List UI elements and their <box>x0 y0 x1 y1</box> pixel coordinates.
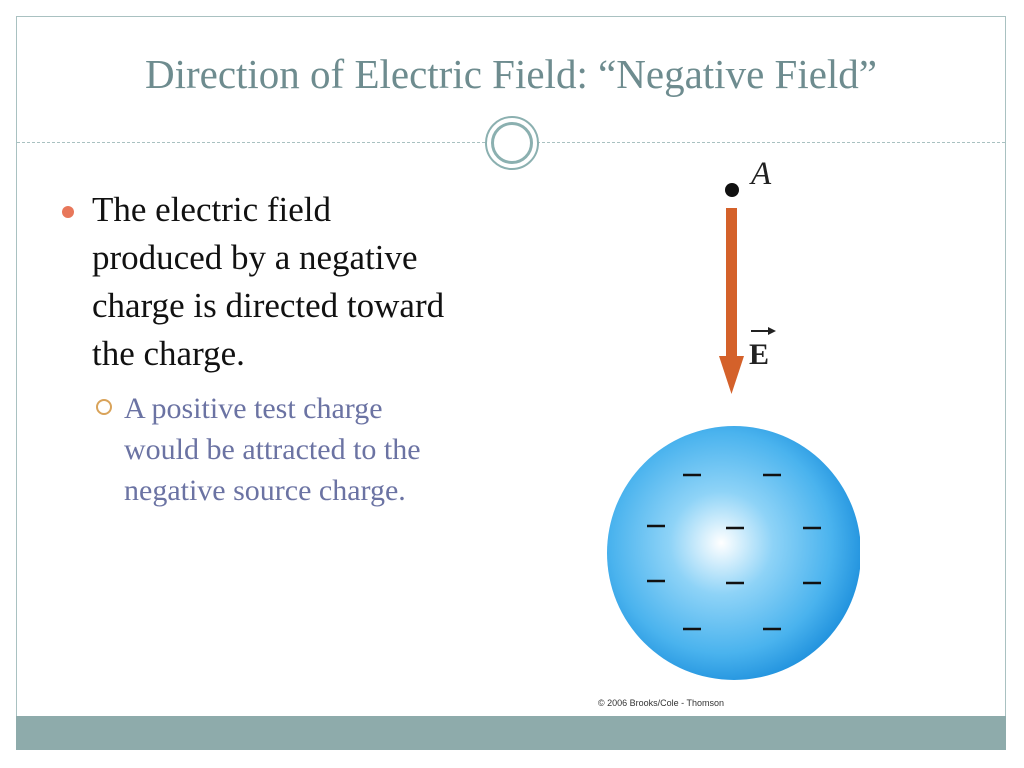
circle-ornament-icon <box>485 116 539 170</box>
field-e-label: E <box>749 338 770 371</box>
electric-field-figure: A E <box>580 150 860 720</box>
vector-arrow-icon <box>768 327 776 335</box>
footer-bar <box>16 716 1006 750</box>
point-a-dot <box>725 183 739 197</box>
negative-charge-sphere <box>607 426 860 680</box>
bullet-item-main: The electric field produced by a negativ… <box>60 186 460 378</box>
copyright-credit: © 2006 Brooks/Cole - Thomson <box>598 698 725 708</box>
bullet-ring-icon <box>96 399 112 415</box>
point-a-label: A <box>751 156 772 192</box>
bullet-item-sub: A positive test charge would be attracte… <box>92 388 460 511</box>
bullet-sub-text: A positive test charge would be attracte… <box>124 392 421 507</box>
field-arrow-shaft <box>726 208 737 370</box>
figure-drawing <box>607 183 860 680</box>
field-arrow-head <box>719 356 744 394</box>
bullet-list: The electric field produced by a negativ… <box>60 186 460 511</box>
negative-signs <box>647 473 821 631</box>
slide-title: Direction of Electric Field: “Negative F… <box>144 51 878 97</box>
bullet-main-text: The electric field produced by a negativ… <box>92 190 445 373</box>
bullet-dot-icon <box>62 206 74 218</box>
